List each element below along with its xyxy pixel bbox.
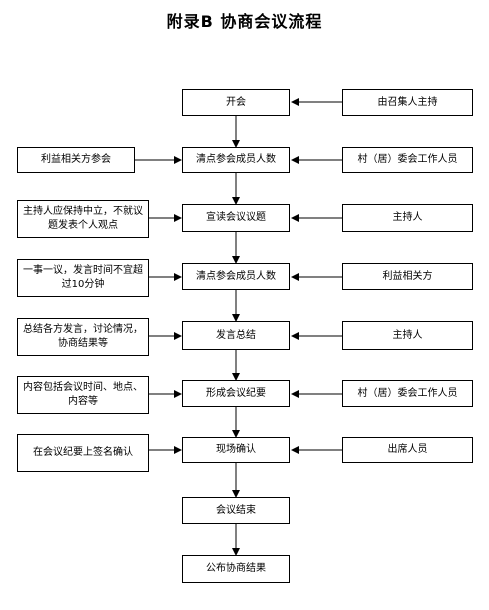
step-label: 公布协商结果 <box>206 563 266 574</box>
step-label: 发言总结 <box>216 329 256 341</box>
step-label: 现场确认 <box>216 444 256 455</box>
note-text: 总结各方发言，讨论情况，协商结果等 <box>23 324 143 349</box>
step-meeting-end: 会议结束 <box>182 497 290 524</box>
step-label: 开会 <box>226 96 246 108</box>
step-publish-result: 公布协商结果 <box>182 555 290 583</box>
step-onsite-confirm: 现场确认 <box>182 437 290 463</box>
step-count-attendees: 清点参会成员人数 <box>182 147 290 173</box>
note-text: 利益相关方参会 <box>41 154 111 165</box>
step-form-minutes: 形成会议纪要 <box>182 380 290 407</box>
left-note-host-neutral: 主持人应保持中立，不就议题发表个人观点 <box>17 200 149 238</box>
right-note-convener: 由召集人主持 <box>342 89 473 116</box>
left-note-one-issue: 一事一议，发言时间不宜超过10分钟 <box>17 259 149 297</box>
note-text: 村（居）委会工作人员 <box>357 154 458 165</box>
right-note-stakeholders: 利益相关方 <box>342 263 473 290</box>
left-note-summarize: 总结各方发言，讨论情况，协商结果等 <box>17 318 149 356</box>
step-speech-summary: 发言总结 <box>182 321 290 350</box>
step-label: 清点参会成员人数 <box>196 154 276 165</box>
note-text: 主持人 <box>392 329 423 341</box>
left-note-minutes-content: 内容包括会议时间、地点、内容等 <box>17 376 149 414</box>
step-read-agenda: 宣读会议议题 <box>182 204 290 232</box>
right-note-committee-staff: 村（居）委会工作人员 <box>342 147 473 173</box>
note-text: 主持人应保持中立，不就议题发表个人观点 <box>23 206 143 231</box>
right-note-committee-staff-2: 村（居）委会工作人员 <box>342 380 473 407</box>
step-label: 清点参会成员人数 <box>196 270 276 282</box>
step-label: 会议结束 <box>216 504 256 516</box>
note-text: 利益相关方 <box>382 270 433 282</box>
step-label: 宣读会议议题 <box>206 212 266 223</box>
right-note-attendees: 出席人员 <box>342 437 473 463</box>
note-text: 内容包括会议时间、地点、内容等 <box>23 382 143 407</box>
step-count-attendees-2: 清点参会成员人数 <box>182 263 290 290</box>
note-text: 主持人 <box>392 212 423 223</box>
right-note-host-2: 主持人 <box>342 321 473 350</box>
note-text: 出席人员 <box>387 444 428 455</box>
left-note-sign-confirm: 在会议纪要上签名确认 <box>17 434 149 472</box>
step-label: 形成会议纪要 <box>206 387 266 399</box>
left-note-stakeholders: 利益相关方参会 <box>17 147 135 173</box>
note-text: 由召集人主持 <box>377 96 438 108</box>
step-open-meeting: 开会 <box>182 89 290 116</box>
note-text: 村（居）委会工作人员 <box>357 387 458 399</box>
note-text: 一事一议，发言时间不宜超过10分钟 <box>23 265 143 290</box>
note-text: 在会议纪要上签名确认 <box>33 447 133 458</box>
right-note-host: 主持人 <box>342 204 473 232</box>
page-title: 附录B 协商会议流程 <box>166 12 323 31</box>
